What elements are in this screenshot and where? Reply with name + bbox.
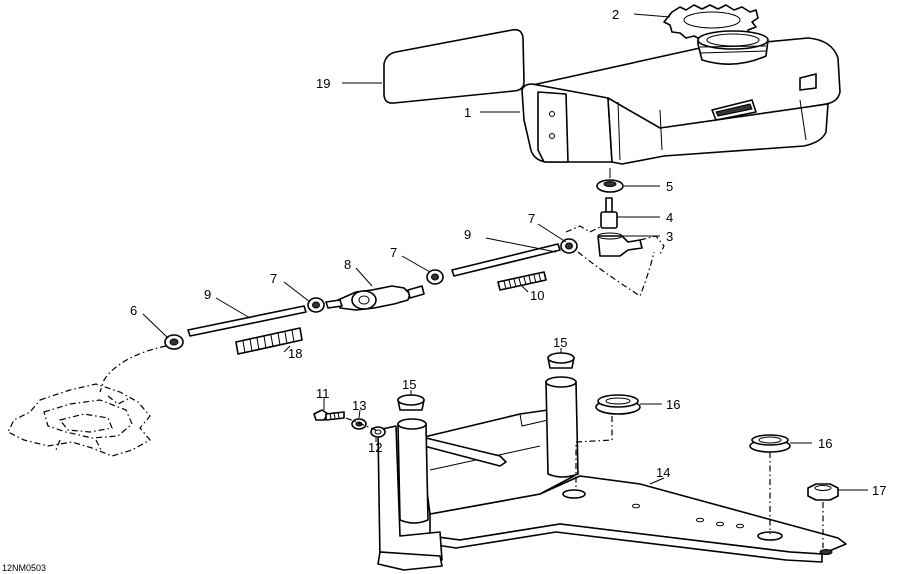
hose-connector-6	[164, 334, 184, 350]
callout-15-left: 15	[402, 377, 416, 392]
mounting-bracket-14	[377, 376, 847, 571]
callout-19: 19	[316, 76, 330, 91]
callout-9-right: 9	[464, 227, 471, 242]
spiral-wrap-18	[235, 327, 303, 355]
callout-16-lower: 16	[818, 436, 832, 451]
callout-7-left: 7	[270, 271, 277, 286]
clamp-7-left	[307, 297, 325, 313]
callout-8: 8	[344, 257, 351, 272]
screw-11	[313, 409, 345, 421]
oil-reservoir-tank	[521, 30, 841, 165]
callout-10: 10	[530, 288, 544, 303]
callout-13: 13	[352, 398, 366, 413]
callout-6: 6	[130, 303, 137, 318]
callout-9-left: 9	[204, 287, 211, 302]
clamp-7-middle	[426, 269, 444, 285]
plug-15-top	[547, 352, 575, 369]
callout-4: 4	[666, 210, 673, 225]
oil-filter-8	[325, 285, 425, 311]
grommet-16-lower	[749, 434, 791, 453]
plug-15-left	[397, 394, 425, 411]
grommet-5	[596, 179, 624, 193]
drawing-code: 12NM0503	[2, 563, 46, 573]
callout-14: 14	[656, 465, 670, 480]
spiral-wrap-10	[497, 271, 547, 291]
callout-2: 2	[612, 7, 619, 22]
callout-7-middle: 7	[390, 245, 397, 260]
elbow-fitting-3	[565, 225, 665, 257]
callout-3: 3	[666, 229, 673, 244]
grommet-16-upper	[595, 394, 641, 415]
lock-nut-13	[351, 418, 367, 430]
callout-5: 5	[666, 179, 673, 194]
oil-pump-assembly	[7, 383, 151, 457]
oil-hose-9-left	[187, 305, 307, 337]
nut-17	[807, 483, 839, 501]
leader-lines	[142, 13, 868, 491]
callout-12: 12	[368, 440, 382, 455]
callout-16-upper: 16	[666, 397, 680, 412]
callout-15-top: 15	[553, 335, 567, 350]
callout-11: 11	[316, 386, 330, 401]
callout-17: 17	[872, 483, 886, 498]
callout-1: 1	[464, 105, 471, 120]
decal-label	[383, 28, 525, 104]
oil-hose-9-right	[451, 243, 561, 277]
callout-7-right: 7	[528, 211, 535, 226]
callout-18: 18	[288, 346, 302, 361]
fitting-4	[600, 197, 618, 229]
clamp-7-right	[560, 238, 578, 254]
